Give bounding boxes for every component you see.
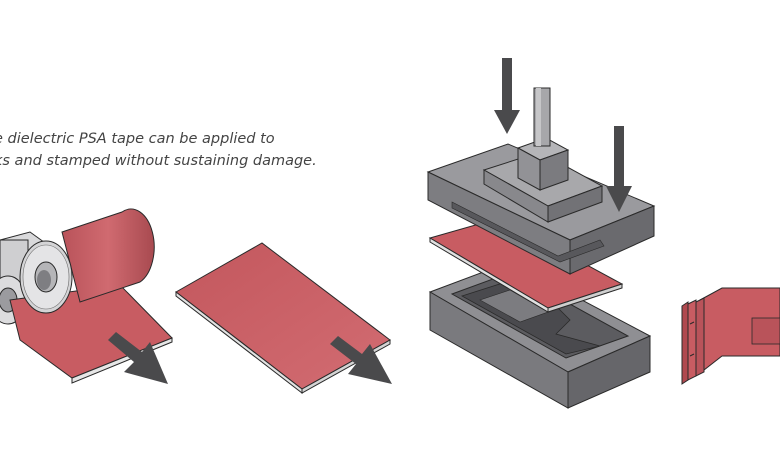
top-plate [426,137,656,275]
description-caption: e dielectric PSA tape can be applied to … [0,128,317,172]
arrow-down-icon [606,126,632,212]
arrow-down-icon [494,58,520,134]
press-shaft [533,87,551,147]
tape-roll [19,208,155,314]
arrow-diagonal-icon [108,332,168,384]
stamped-part [681,287,780,385]
caption-line-2: ks and stamped without sustaining damage… [0,153,317,169]
stamping-press [426,58,656,409]
tape-sheet-step [175,242,392,395]
tape-roll-step [0,208,173,384]
bottom-die [428,261,652,409]
arrow-diagonal-icon [330,336,392,384]
caption-line-1: e dielectric PSA tape can be applied to [0,131,275,147]
